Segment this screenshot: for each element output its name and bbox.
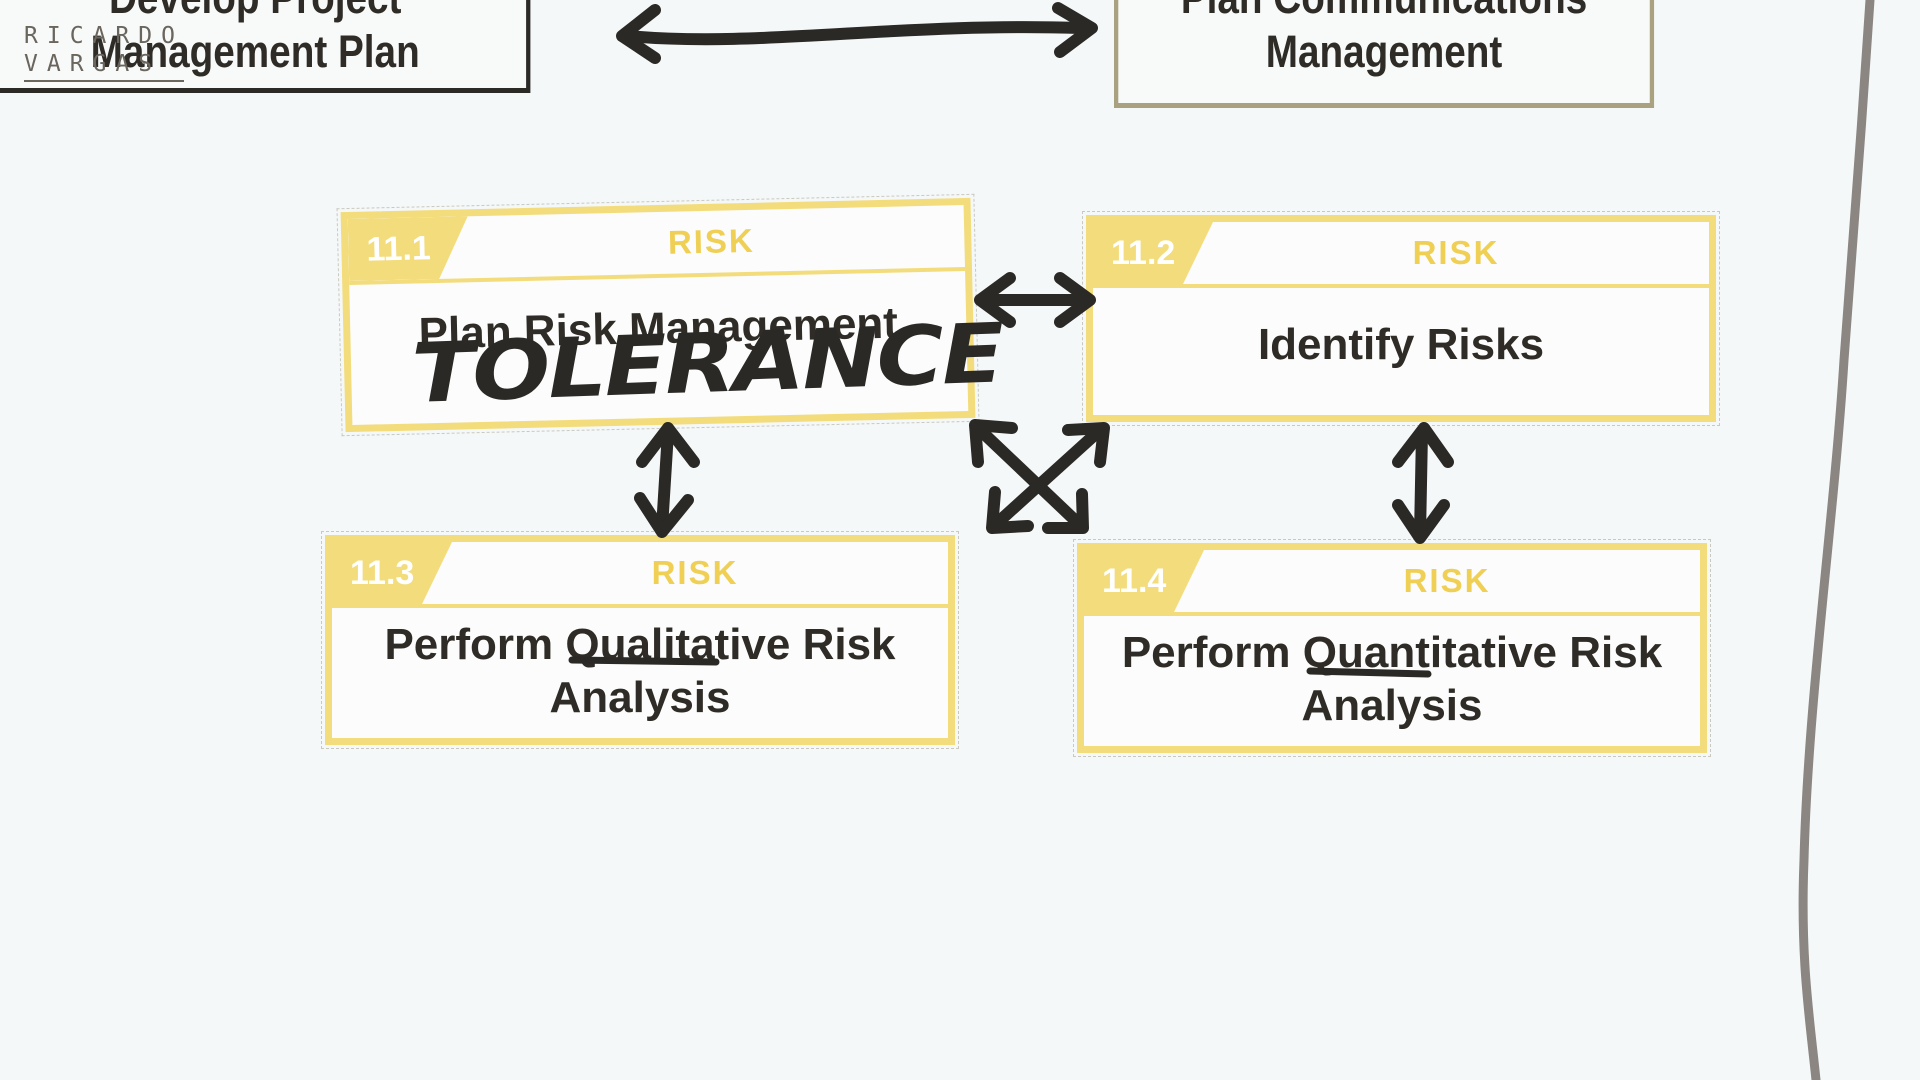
arrowhead-up bbox=[636, 422, 700, 468]
process-title-line2: Analysis bbox=[549, 673, 731, 722]
develop-plan-line1: Develop Project bbox=[0, 0, 526, 25]
right-edge-line bbox=[1798, 0, 1875, 1080]
card-header: 11.4 RISK bbox=[1084, 550, 1700, 616]
diagonal-arrow-11-2-11-3 bbox=[989, 424, 1106, 531]
arrowhead-down bbox=[634, 492, 694, 538]
arrowhead-up bbox=[969, 419, 1018, 468]
plan-comm-line1: Plan Communications bbox=[1118, 0, 1649, 25]
knowledge-area-label: RISK bbox=[1403, 562, 1491, 599]
plan-communications-management-box: Plan Communications Management bbox=[1114, 0, 1655, 108]
knowledge-area-label: RISK bbox=[1412, 234, 1500, 271]
process-card-11-4: 11.4 RISK Perform Quantitative Risk Anal… bbox=[1073, 539, 1711, 757]
arrowhead-right bbox=[1054, 272, 1096, 328]
underline-qualitative bbox=[568, 656, 720, 666]
logo-line2: VARGAS bbox=[24, 51, 162, 77]
process-title-line1: Perform Quantitative Risk bbox=[1121, 628, 1663, 677]
process-title-line2: Analysis bbox=[1301, 681, 1483, 730]
double-arrow-top bbox=[622, 21, 1086, 46]
arrowhead-up bbox=[1392, 422, 1454, 468]
double-arrow-11-2-11-4 bbox=[1414, 426, 1428, 541]
arrowhead-left bbox=[616, 4, 661, 64]
card-header: 11.2 RISK bbox=[1093, 222, 1709, 288]
arrowhead-down bbox=[1392, 499, 1450, 544]
process-title: Perform Quantitative Risk Analysis bbox=[1084, 616, 1700, 732]
arrowhead-down bbox=[986, 486, 1034, 534]
handwritten-tolerance: TOLERANCE bbox=[410, 306, 1004, 422]
develop-plan-line2: Management Plan bbox=[90, 26, 420, 77]
double-arrow-11-1-11-3 bbox=[656, 426, 674, 534]
arrowhead-up bbox=[1062, 422, 1110, 468]
logo-line1: RICARDO bbox=[24, 23, 184, 49]
knowledge-area-label: RISK bbox=[651, 554, 739, 591]
card-header: 11.3 RISK bbox=[332, 542, 948, 608]
develop-project-management-plan-box: Develop Project Management Plan bbox=[0, 0, 531, 93]
diagonal-arrow-11-1-11-4 bbox=[974, 424, 1086, 531]
process-title: Identify Risks bbox=[1257, 320, 1545, 369]
underline-quantitative bbox=[1306, 667, 1432, 678]
arrowhead-left bbox=[974, 272, 1016, 328]
arrowhead-down bbox=[1042, 488, 1089, 534]
process-card-11-3: 11.3 RISK Perform Qualitative Risk Analy… bbox=[321, 531, 959, 749]
process-number: 11.4 bbox=[1084, 550, 1204, 612]
arrowhead-right bbox=[1052, 2, 1098, 58]
ricardo-vargas-logo: RICARDO VARGAS bbox=[24, 22, 184, 82]
plan-comm-line2: Management bbox=[1265, 26, 1503, 77]
process-card-11-2: 11.2 RISK Identify Risks bbox=[1082, 211, 1720, 426]
